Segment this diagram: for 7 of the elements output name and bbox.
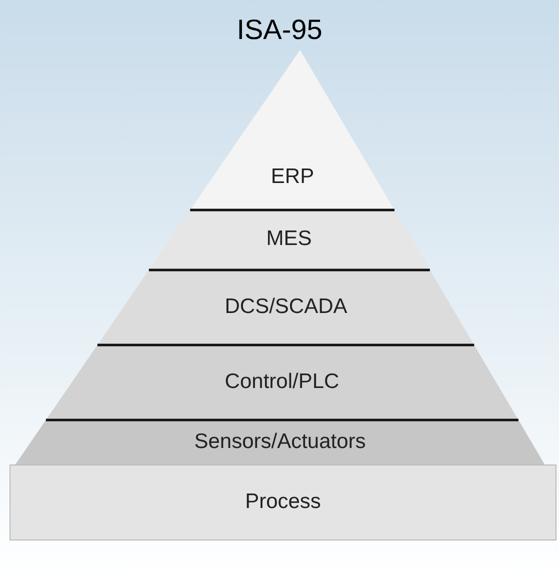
tier-label: DCS/SCADA bbox=[224, 294, 348, 318]
tier-label: ERP bbox=[270, 165, 314, 188]
tier-label: Control/PLC bbox=[224, 370, 340, 392]
tier-label: Process bbox=[245, 490, 321, 512]
tier-label: Sensors/Actuators bbox=[194, 430, 366, 452]
tier-label: MES bbox=[266, 227, 312, 250]
diagram-title: ISA-95 bbox=[236, 14, 322, 46]
